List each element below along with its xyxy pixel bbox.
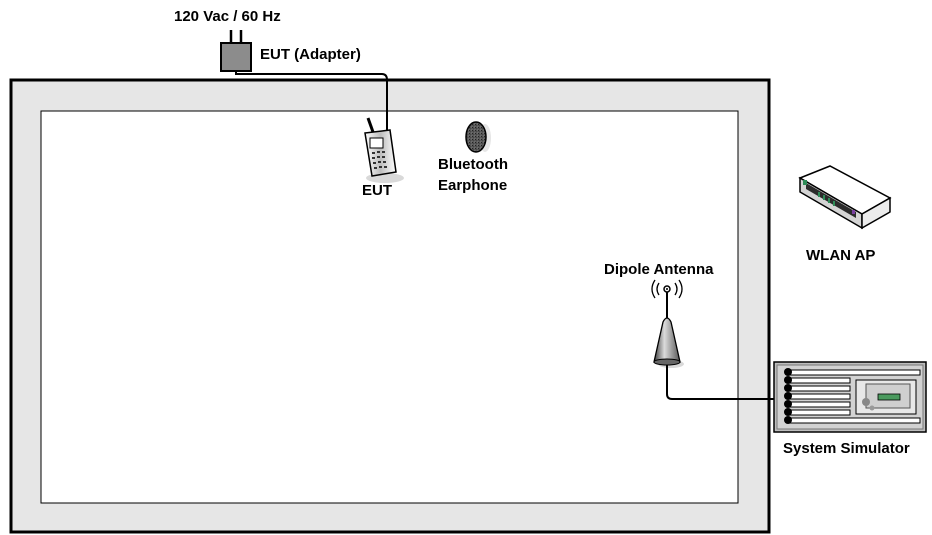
- adapter-label: EUT (Adapter): [260, 46, 361, 63]
- power-adapter-icon: [220, 30, 252, 72]
- rack-instrument-icon: [773, 361, 927, 433]
- wlan-ap-label: WLAN AP: [806, 247, 875, 264]
- mobile-phone-icon: [364, 117, 404, 183]
- earphone-label-line2: Earphone: [438, 177, 507, 194]
- bluetooth-earphone-icon: [465, 121, 491, 153]
- dipole-antenna-label: Dipole Antenna: [604, 261, 714, 278]
- eut-label: EUT: [362, 182, 392, 199]
- earphone-label-line1: Bluetooth: [438, 156, 508, 173]
- system-simulator-label: System Simulator: [783, 440, 910, 457]
- power-source-label: 120 Vac / 60 Hz: [174, 8, 281, 25]
- wireless-router-icon: [798, 165, 892, 230]
- adapter-cable: [235, 71, 388, 134]
- antenna-cable: [666, 365, 782, 400]
